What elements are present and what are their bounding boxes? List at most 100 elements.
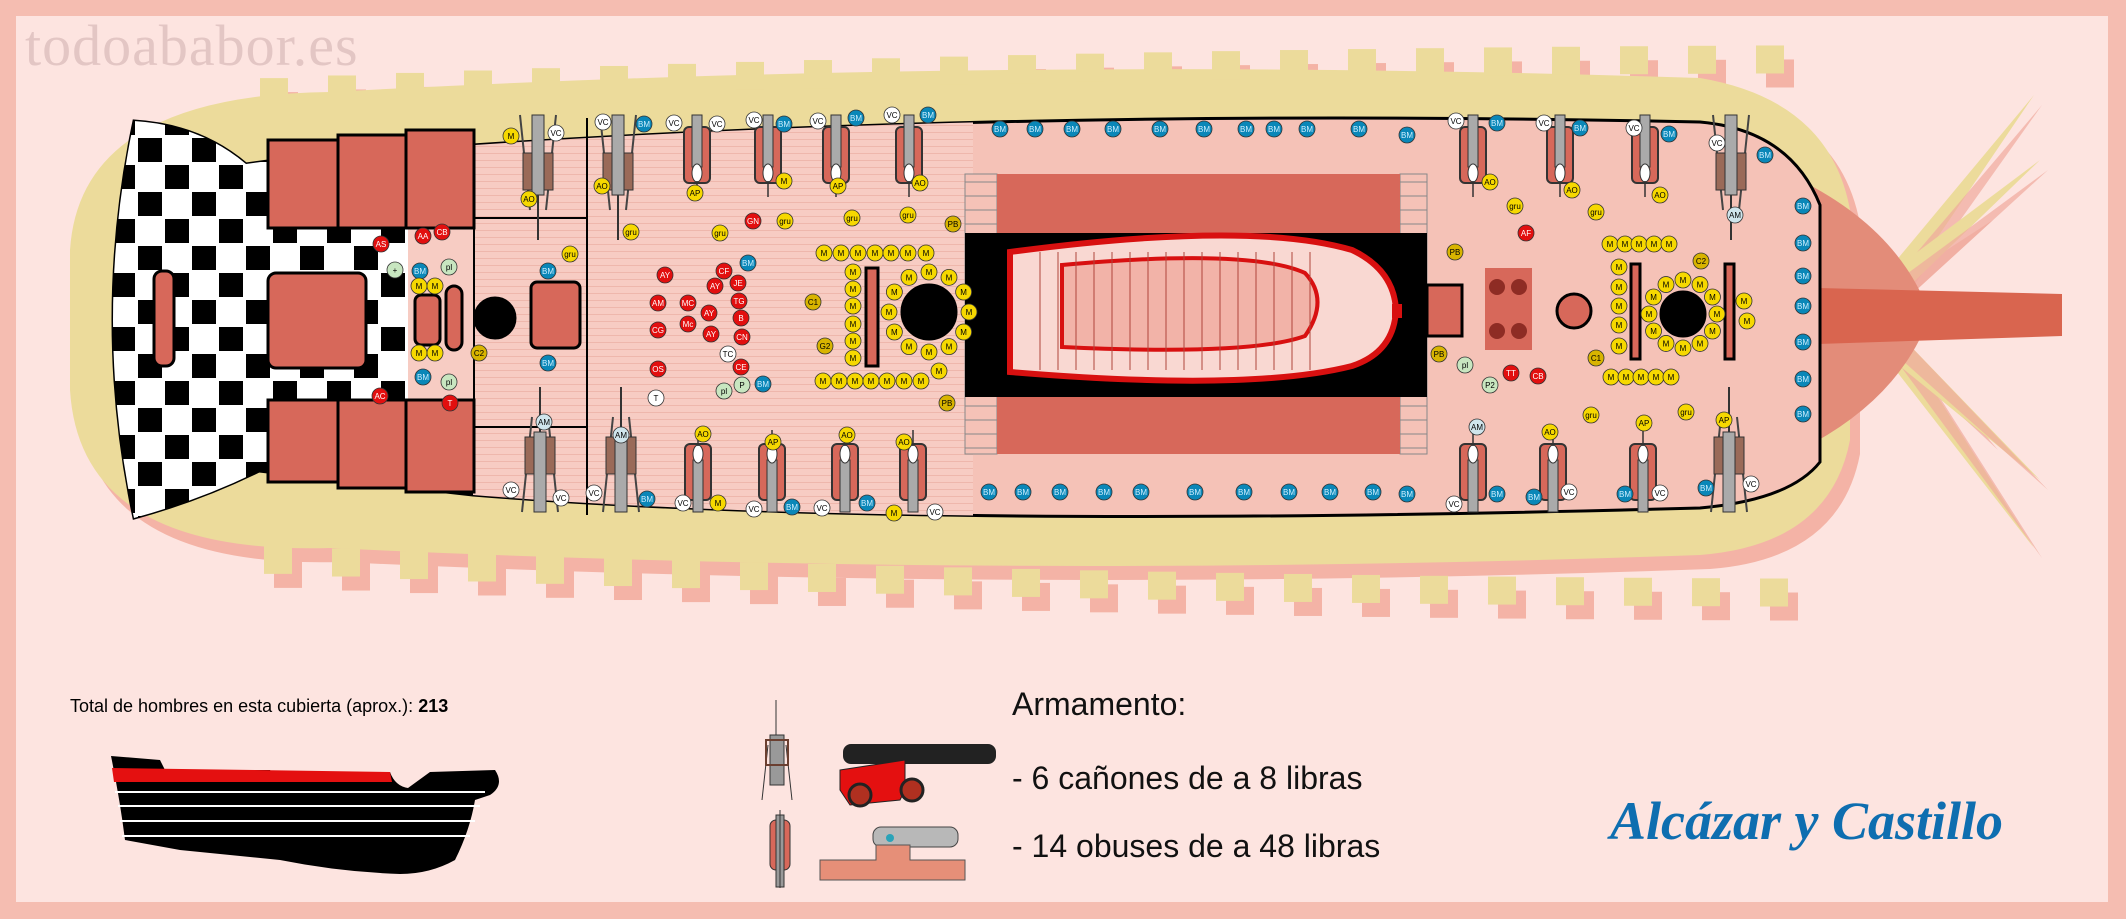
crew-marker-label: M xyxy=(781,177,788,186)
fore-capstan-left-column-marker: M xyxy=(1610,278,1628,296)
crew-marker-dot xyxy=(1364,483,1382,501)
crew-marker-label: M xyxy=(416,282,423,291)
crew-marker: gru xyxy=(1677,403,1695,421)
cannon-icon xyxy=(602,387,640,513)
crew-marker-label: BM xyxy=(1797,239,1809,248)
crew-marker: AO xyxy=(593,177,611,195)
crew-marker: AM xyxy=(1468,418,1486,436)
wale-merlon xyxy=(1488,576,1516,605)
crew-marker-dot xyxy=(745,111,763,129)
crew-marker: VC xyxy=(1742,475,1760,493)
crew-marker-dot xyxy=(1026,120,1044,138)
crew-marker: BM xyxy=(775,115,793,133)
crew-marker: AM xyxy=(1726,206,1744,224)
crew-marker-dot xyxy=(729,274,747,292)
crew-marker-dot xyxy=(940,268,958,286)
crew-marker-dot xyxy=(426,277,444,295)
armament-cannons: - 6 cañones de a 8 libras xyxy=(1012,760,1363,796)
crew-marker: VC xyxy=(585,484,603,502)
crew-marker-label: BM xyxy=(1528,493,1540,502)
bm-bow-column-marker: BM xyxy=(1794,234,1812,252)
crew-marker-label: BM xyxy=(542,267,554,276)
crew-marker: M xyxy=(426,344,444,362)
crew-marker-dot xyxy=(440,373,458,391)
crew-marker-dot xyxy=(1298,120,1316,138)
gun-barrel xyxy=(1722,431,1736,513)
wale-merlon xyxy=(944,567,972,596)
gun-barrel xyxy=(1467,114,1479,168)
crew-marker-dot xyxy=(1445,495,1463,513)
crew-marker-label: M xyxy=(850,268,857,277)
crew-marker-dot xyxy=(899,206,917,224)
crew-marker-label: BM xyxy=(641,495,653,504)
crew-marker: BM xyxy=(635,115,653,133)
bitt-post xyxy=(1489,279,1505,295)
crew-marker: AS xyxy=(372,235,390,253)
crew-marker-dot xyxy=(744,212,762,230)
crew-marker-dot xyxy=(1517,224,1535,242)
bm-row-bottom-marker: BM xyxy=(980,483,998,501)
crew-marker-label: M xyxy=(891,509,898,518)
crew-marker-dot xyxy=(1704,322,1721,340)
wale-merlon xyxy=(940,56,968,85)
crew-marker-dot xyxy=(1456,356,1474,374)
crew-marker-dot xyxy=(1645,288,1662,306)
crew-marker: BM xyxy=(539,354,557,372)
crew-marker-label: gru xyxy=(625,228,637,237)
crew-marker-dot xyxy=(944,215,962,233)
crew-marker-label: AY xyxy=(660,271,671,280)
crew-marker: VC xyxy=(502,481,520,499)
crew-marker-label: M xyxy=(1663,281,1670,290)
gun-barrel xyxy=(611,114,625,196)
crew-marker-dot xyxy=(1488,485,1506,503)
crew-marker-label: M xyxy=(1623,373,1630,382)
main-capstan-left-column-marker: M xyxy=(844,297,862,315)
crew-marker-label: PB xyxy=(1434,350,1445,359)
crew-marker-label: M xyxy=(918,377,925,386)
crew-marker-label: M xyxy=(1638,373,1645,382)
crew-marker-label: VC xyxy=(1538,119,1549,128)
bow-spike xyxy=(1880,95,2034,300)
fore-capstan-top-row-marker: M xyxy=(1645,235,1663,253)
crew-marker-label: VC xyxy=(668,119,679,128)
crew-marker: pl xyxy=(1456,356,1474,374)
skylight xyxy=(529,280,582,350)
crew-marker: VC xyxy=(1445,495,1463,513)
wale-merlon xyxy=(872,58,900,87)
crew-marker-label: M xyxy=(1697,339,1704,348)
crew-marker-label: AO xyxy=(1654,191,1666,200)
wale-merlon xyxy=(1280,50,1308,79)
crew-marker: C1 xyxy=(1587,349,1605,367)
crew-marker: AY xyxy=(700,304,718,322)
crew-marker-dot xyxy=(732,358,750,376)
crew-marker-dot xyxy=(775,115,793,133)
crew-marker-label: M xyxy=(1663,339,1670,348)
crew-marker-label: BM xyxy=(417,373,429,382)
crew-marker-dot xyxy=(895,433,913,451)
crew-marker-label: VC xyxy=(677,499,688,508)
crew-marker: VC xyxy=(926,503,944,521)
crew-marker-label: BM xyxy=(1663,130,1675,139)
crew-marker-label: M xyxy=(901,377,908,386)
wale-merlon xyxy=(1688,45,1716,74)
main-capstan-top-row-marker: M xyxy=(849,244,867,262)
wale-merlon xyxy=(332,548,360,577)
gun-barrel xyxy=(691,114,703,168)
crew-marker-dot xyxy=(612,426,630,444)
crew-marker-dot xyxy=(1132,483,1150,501)
gun-breech xyxy=(1467,163,1479,183)
crew-marker: AP xyxy=(1715,411,1733,429)
crew-marker-label: VC xyxy=(597,118,608,127)
crew-marker-label: M xyxy=(960,328,967,337)
crew-marker: BM xyxy=(1660,125,1678,143)
crew-marker-label: M xyxy=(1646,310,1653,319)
fore-capstan-bottom-row-marker: M xyxy=(1617,368,1635,386)
crew-marker: CN xyxy=(733,328,751,346)
crew-marker-dot xyxy=(955,283,973,301)
crew-marker-dot xyxy=(980,483,998,501)
crew-marker-dot xyxy=(702,325,720,343)
fore-capstan-ring-marker: M xyxy=(1640,305,1658,323)
obus-side-icon xyxy=(819,826,966,881)
crew-marker-dot xyxy=(649,321,667,339)
obus-icon xyxy=(684,430,712,513)
